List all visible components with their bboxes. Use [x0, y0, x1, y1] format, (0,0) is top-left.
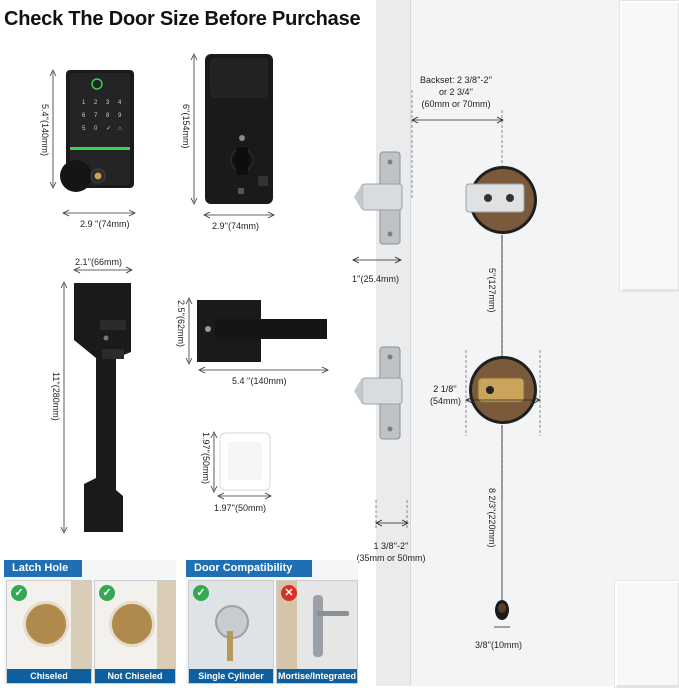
- door-diagram: [352, 90, 541, 628]
- svg-text:4: 4: [118, 100, 122, 106]
- mortise-caption: Mortise/Integrated: [277, 669, 357, 683]
- backset-label-line1: Backset: 2 3/8''-2'': [420, 75, 492, 85]
- single-cylinder-photo: ✓ Single Cylinder: [188, 580, 274, 684]
- keypad-lock: 1 2 3 4 6 7 8 9 5 0 ✓ ⌂: [60, 70, 134, 192]
- sensor-width-label: 1.97''(50mm): [214, 503, 266, 513]
- handle-width-label: 2.1''(66mm): [75, 257, 122, 267]
- svg-text:5: 5: [82, 126, 86, 132]
- svg-text:9: 9: [118, 113, 122, 119]
- backset-label: Backset: 2 3/8''-2'' or 2 3/4'' (60mm or…: [418, 74, 494, 110]
- thickness-line1: 1 3/8''-2'': [373, 541, 409, 551]
- door-panel-upper: [619, 0, 679, 292]
- latch-hole-section: Latch Hole ✓ Chiseled ✓ Not Chiseled: [4, 560, 176, 684]
- handle-set: [74, 283, 131, 532]
- lower-bore-hole: [469, 356, 537, 424]
- door-compatibility-section: Door Compatibility ✓ Single Cylinder ✕ M…: [186, 560, 358, 684]
- small-hole-label: 3/8''(10mm): [475, 640, 522, 650]
- cross-icon: ✕: [281, 585, 297, 601]
- latch-width-label: 1''(25.4mm): [352, 274, 399, 284]
- lower-distance-label: 8 2/3''(220mm): [487, 488, 497, 548]
- check-icon: ✓: [193, 585, 209, 601]
- svg-text:1: 1: [82, 100, 86, 106]
- single-cylinder-caption: Single Cylinder: [189, 669, 273, 683]
- thickness-line2: (35mm or 50mm): [356, 553, 426, 563]
- product-diagrams: 1 2 3 4 6 7 8 9 5 0 ✓ ⌂: [49, 53, 329, 534]
- handle-height-label: 11''(280mm): [51, 372, 61, 421]
- not-chiseled-photo: ✓ Not Chiseled: [94, 580, 176, 684]
- chiseled-caption: Chiseled: [7, 669, 91, 683]
- inner-lock: [205, 54, 273, 204]
- lever-height-label: 2.5''(62mm): [176, 300, 186, 347]
- lower-latch: [354, 346, 403, 440]
- page-title: Check The Door Size Before Purchase: [4, 8, 361, 30]
- keypad-width-label: 2.9 ''(74mm): [80, 219, 130, 229]
- hole-spacing-label: 5''(127mm): [487, 268, 497, 313]
- backset-label-line2: or 2 3/4'': [439, 87, 473, 97]
- hole-diameter-line2: (54mm): [430, 396, 461, 406]
- svg-text:2: 2: [94, 100, 98, 106]
- chiseled-photo: ✓ Chiseled: [6, 580, 92, 684]
- check-icon: ✓: [99, 585, 115, 601]
- sensor-height-label: 1.97''(50mm): [201, 432, 211, 484]
- lever-width-label: 5.4 ''(140mm): [232, 376, 287, 386]
- svg-text:8: 8: [106, 113, 110, 119]
- svg-text:✓: ✓: [106, 126, 111, 132]
- lever-handle: [197, 300, 327, 362]
- inner-lock-height-label: 6''(154mm): [181, 104, 191, 149]
- svg-text:3: 3: [106, 100, 110, 106]
- upper-latch: [354, 151, 403, 245]
- door-sensor: [219, 432, 271, 491]
- backset-label-line3: (60mm or 70mm): [421, 99, 491, 109]
- svg-text:⌂: ⌂: [118, 126, 122, 132]
- thickness-label: 1 3/8''-2'' (35mm or 50mm): [354, 540, 428, 564]
- keypad-height-label: 5.4''(140mm): [40, 104, 50, 156]
- latch-hole-header: Latch Hole: [4, 560, 82, 577]
- upper-bore-hole: [465, 166, 537, 234]
- door-panel-lower: [614, 580, 679, 688]
- inner-lock-width-label: 2.9''(74mm): [212, 221, 259, 231]
- svg-text:7: 7: [94, 113, 98, 119]
- not-chiseled-caption: Not Chiseled: [95, 669, 175, 683]
- svg-text:0: 0: [94, 126, 98, 132]
- small-hole: [495, 600, 509, 620]
- hole-diameter-line1: 2 1/8'': [433, 384, 457, 394]
- check-icon: ✓: [11, 585, 27, 601]
- door-edge: [376, 0, 411, 686]
- mortise-photo: ✕ Mortise/Integrated: [276, 580, 358, 684]
- door-compatibility-header: Door Compatibility: [186, 560, 312, 577]
- svg-text:6: 6: [82, 113, 86, 119]
- hole-diameter-label: 2 1/8'' (54mm): [430, 383, 461, 407]
